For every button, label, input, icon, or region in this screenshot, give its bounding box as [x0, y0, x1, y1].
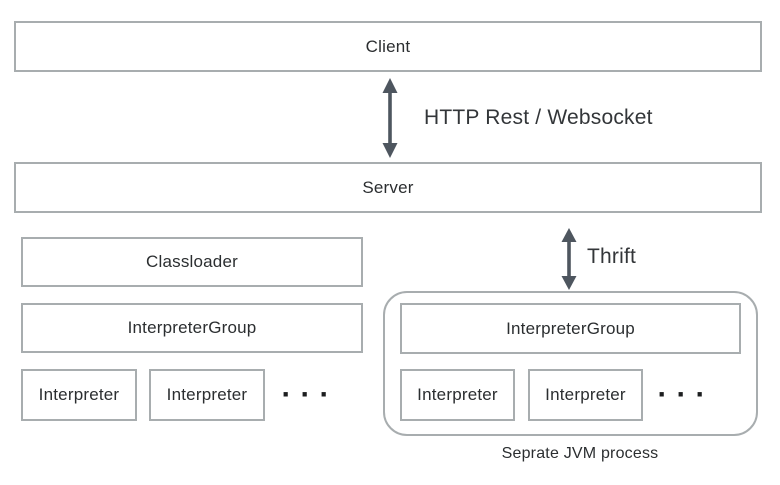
server-box: Server [14, 162, 762, 213]
remote-interpreter-label-2: Interpreter [545, 385, 626, 404]
local-interpreter-box-1: Interpreter [21, 369, 137, 421]
arrowhead-up-icon [561, 228, 577, 242]
classloader-label: Classloader [146, 252, 238, 271]
local-interpretergroup-label: InterpreterGroup [127, 318, 257, 337]
arrowhead-down-icon [382, 143, 398, 158]
remote-more-interpreters-ellipsis: ··· [657, 378, 715, 411]
remote-interpreter-box-2: Interpreter [528, 369, 643, 421]
server-label: Server [362, 177, 414, 197]
arrowhead-down-icon [561, 276, 577, 290]
client-box: Client [14, 21, 762, 72]
local-interpreter-label-2: Interpreter [166, 385, 248, 404]
classloader-box: Classloader [21, 237, 363, 287]
local-interpreter-box-2: Interpreter [149, 369, 265, 421]
arrowhead-up-icon [382, 78, 398, 93]
thrift-label: Thrift [587, 245, 637, 268]
client-label: Client [365, 36, 411, 56]
http-double-arrow-icon [382, 78, 398, 158]
local-more-interpreters-ellipsis: ··· [281, 378, 339, 411]
local-interpretergroup-box: InterpreterGroup [21, 303, 363, 353]
http-rest-websocket-label: HTTP Rest / Websocket [424, 106, 653, 129]
thrift-double-arrow-icon [561, 228, 577, 290]
remote-interpreter-box-1: Interpreter [400, 369, 515, 421]
remote-interpretergroup-box: InterpreterGroup [400, 303, 741, 354]
jvm-process-caption: Seprate JVM process [501, 445, 659, 462]
local-interpreter-label-1: Interpreter [38, 385, 120, 404]
remote-interpreter-label-1: Interpreter [417, 385, 498, 404]
remote-interpretergroup-label: InterpreterGroup [506, 318, 635, 338]
